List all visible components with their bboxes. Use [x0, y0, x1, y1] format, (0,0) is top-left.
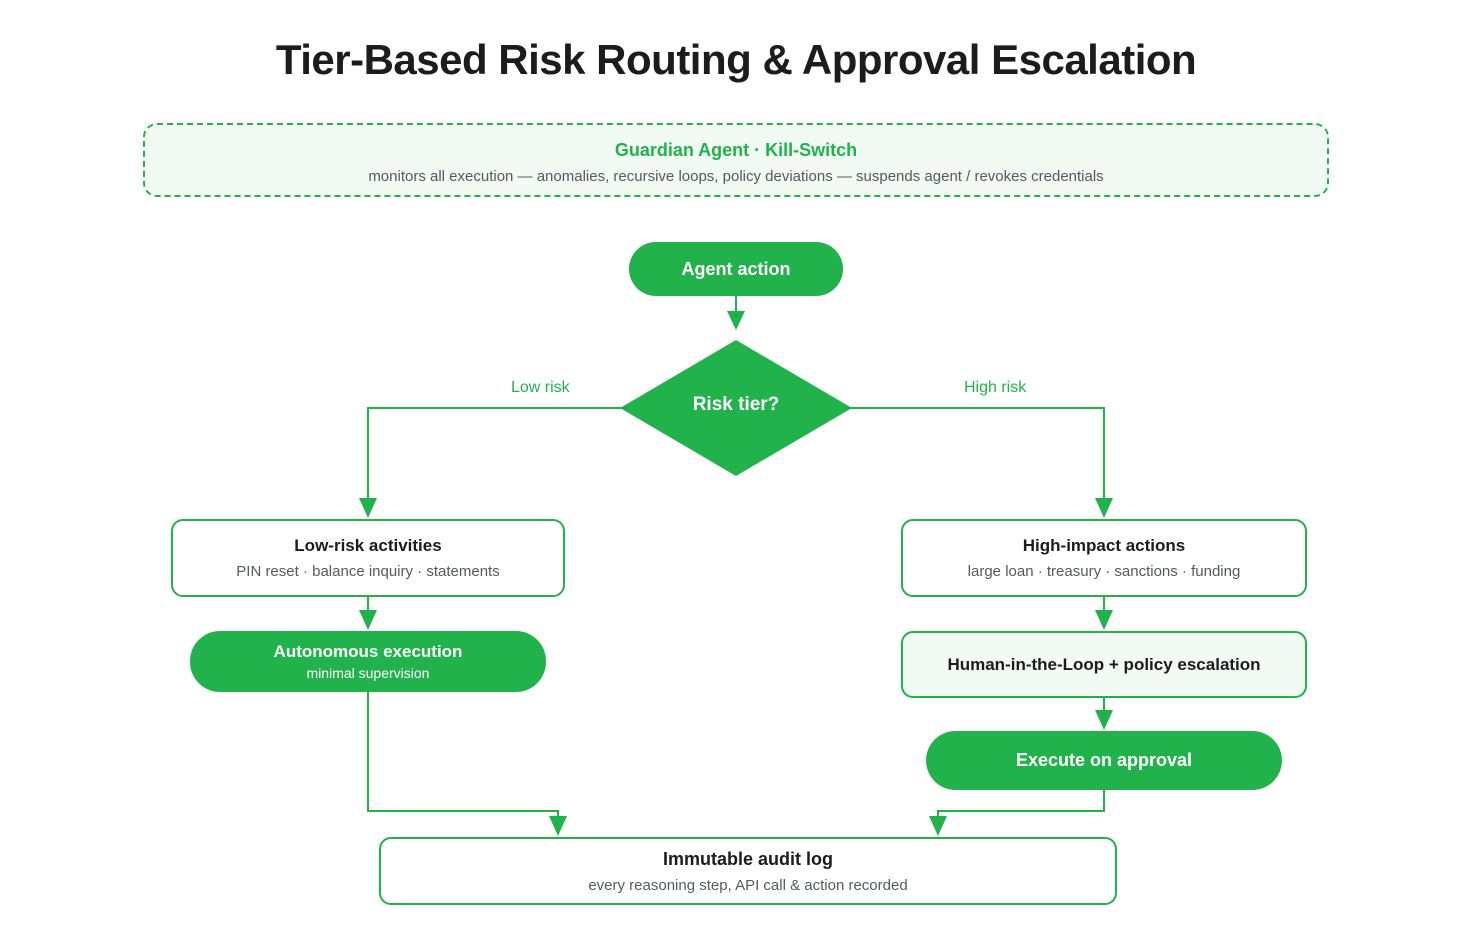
human-in-the-loop-node: Human-in-the-Loop + policy escalation	[901, 631, 1307, 698]
hitl-label: Human-in-the-Loop + policy escalation	[947, 654, 1261, 674]
high-impact-title: High-impact actions	[1022, 536, 1186, 555]
guardian-agent-panel: Guardian Agent · Kill-Switch monitors al…	[143, 123, 1329, 197]
agent-action-label: Agent action	[681, 258, 791, 279]
edge-tier-to-low	[367, 407, 622, 500]
arrowhead	[549, 816, 567, 836]
guardian-title: Guardian Agent · Kill-Switch	[614, 140, 858, 160]
arrowhead	[929, 816, 947, 836]
execute-approval-label: Execute on approval	[1015, 750, 1193, 770]
edge-tier-to-high	[850, 407, 1105, 500]
arrowhead	[1095, 710, 1113, 730]
edge-execute-to-audit	[937, 790, 1105, 818]
low-risk-activities-node: Low-risk activities PIN reset · balance …	[171, 519, 565, 597]
arrowhead	[359, 610, 377, 630]
low-risk-title: Low-risk activities	[294, 536, 442, 555]
high-impact-actions-node: High-impact actions large loan · treasur…	[901, 519, 1307, 597]
edge-autonomous-to-audit	[367, 692, 559, 818]
audit-subtitle: every reasoning step, API call & action …	[588, 876, 908, 894]
agent-action-node: Agent action	[629, 242, 843, 296]
low-risk-edge-label: Low risk	[511, 379, 570, 396]
high-risk-edge-label: High risk	[964, 379, 1027, 396]
arrowhead	[1095, 498, 1113, 518]
autonomous-subtitle: minimal supervision	[306, 665, 430, 681]
arrowhead	[727, 311, 745, 330]
audit-title: Immutable audit log	[662, 848, 833, 869]
risk-tier-label: Risk tier?	[692, 394, 780, 415]
diagram-title: Tier-Based Risk Routing & Approval Escal…	[275, 36, 1197, 83]
autonomous-title: Autonomous execution	[273, 642, 463, 661]
risk-tier-diamond	[620, 340, 852, 476]
audit-log-node: Immutable audit log every reasoning step…	[379, 837, 1117, 905]
low-risk-subtitle: PIN reset · balance inquiry · statements	[236, 563, 500, 580]
arrowhead	[359, 498, 377, 518]
guardian-subtitle: monitors all execution — anomalies, recu…	[368, 168, 1104, 185]
execute-on-approval-node: Execute on approval	[926, 731, 1282, 790]
high-impact-subtitle: large loan · treasury · sanctions · fund…	[967, 563, 1241, 580]
arrowhead	[1095, 610, 1113, 630]
autonomous-execution-node: Autonomous execution minimal supervision	[190, 631, 546, 692]
